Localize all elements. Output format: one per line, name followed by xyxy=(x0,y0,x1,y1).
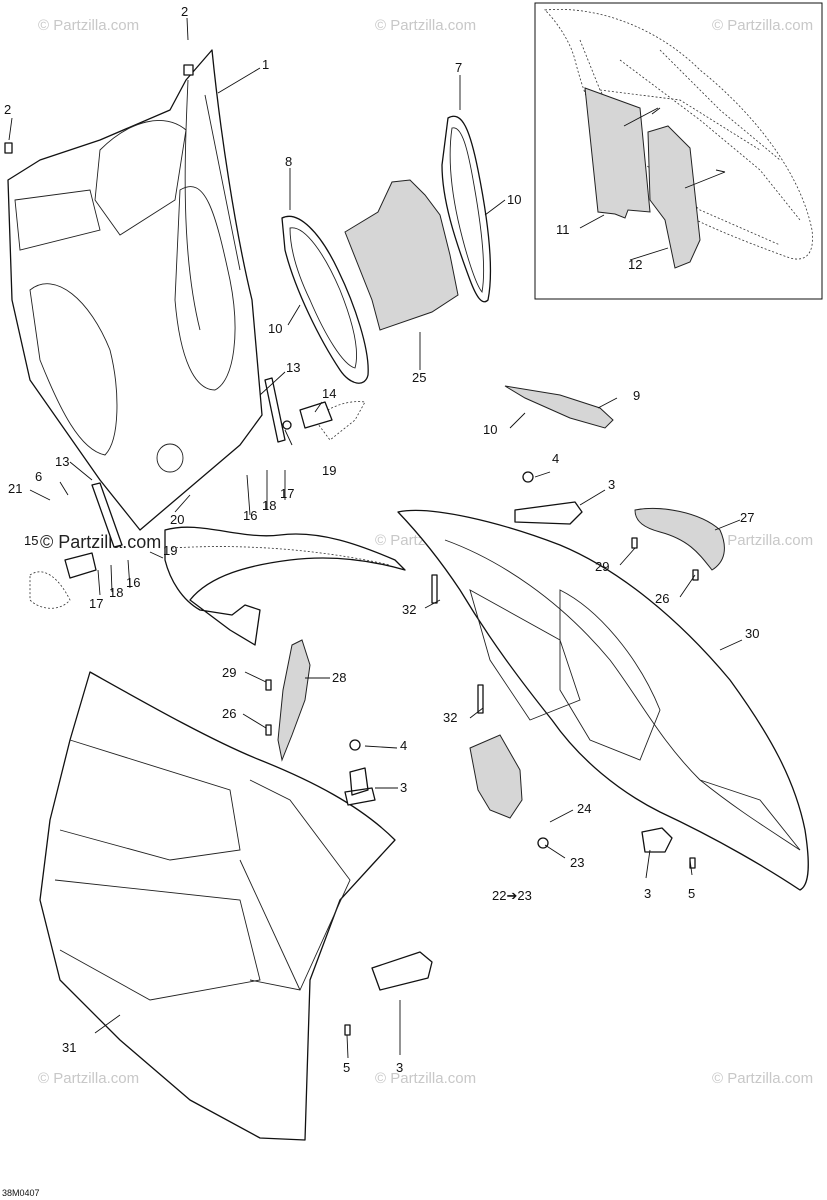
watermark: © Partzilla.com xyxy=(712,17,813,34)
callout-22-23: 22➔23 xyxy=(492,888,532,903)
part-27-cover xyxy=(634,507,725,571)
callout-labels: 2 1 2 7 8 10 10 11 12 25 13 14 9 10 19 6… xyxy=(4,4,759,1075)
part-7-window-trim xyxy=(441,115,492,303)
callout-6: 6 xyxy=(35,469,42,484)
callout-23: 23 xyxy=(570,855,584,870)
part-9-strip xyxy=(504,385,614,429)
callout-3: 3 xyxy=(396,1060,403,1075)
part-12-panel xyxy=(647,125,701,269)
callout-13: 13 xyxy=(55,454,69,469)
part-1-hood xyxy=(7,49,263,531)
part-3-knob-d xyxy=(371,951,433,991)
callout-7: 7 xyxy=(455,60,462,75)
callout-14: 14 xyxy=(322,386,336,401)
leader-lines xyxy=(8,17,743,1059)
callout-30: 30 xyxy=(745,626,759,641)
callout-32: 32 xyxy=(443,710,457,725)
callout-16: 16 xyxy=(243,508,257,523)
callout-32: 32 xyxy=(402,602,416,617)
inset-frame xyxy=(534,2,823,300)
callout-5: 5 xyxy=(343,1060,350,1075)
watermark: © Partzilla.com xyxy=(38,1070,139,1087)
callout-24: 24 xyxy=(577,801,591,816)
callout-20: 20 xyxy=(170,512,184,527)
part-30-side-panel xyxy=(397,509,809,891)
part-14-bracket xyxy=(299,401,333,429)
part-31-side-panel xyxy=(39,671,396,1141)
callout-4: 4 xyxy=(552,451,559,466)
callout-27: 27 xyxy=(740,510,754,525)
part-11-panel xyxy=(584,87,651,219)
watermark: © Partzilla.com xyxy=(40,532,161,552)
callout-29: 29 xyxy=(595,559,609,574)
watermark: © Partzilla.com xyxy=(712,1070,813,1087)
callout-9: 9 xyxy=(633,388,640,403)
part-13-bracket-a xyxy=(264,377,286,443)
callout-29: 29 xyxy=(222,665,236,680)
part-3-knob-b xyxy=(344,767,376,806)
callout-10: 10 xyxy=(507,192,521,207)
part-15-context xyxy=(29,571,71,609)
callout-28: 28 xyxy=(332,670,346,685)
part-8-window-trim xyxy=(281,215,369,384)
watermark: © Partzilla.com xyxy=(375,1070,476,1087)
diagram-code: 38M0407 xyxy=(2,1188,40,1198)
callout-3: 3 xyxy=(608,477,615,492)
callout-10: 10 xyxy=(483,422,497,437)
part-25-foam xyxy=(344,179,459,331)
watermark: © Partzilla.com xyxy=(712,532,813,549)
watermark: © Partzilla.com xyxy=(38,17,139,34)
callout-4: 4 xyxy=(400,738,407,753)
callout-12: 12 xyxy=(628,257,642,272)
part-15-bracket xyxy=(64,552,97,579)
callout-11: 11 xyxy=(556,222,570,237)
watermark: © Partzilla.com xyxy=(375,17,476,34)
hardware xyxy=(4,64,699,1036)
part-28-cover xyxy=(277,639,311,762)
callout-15: 15 xyxy=(24,533,38,548)
callout-13: 13 xyxy=(286,360,300,375)
callout-19: 19 xyxy=(322,463,336,478)
callout-16: 16 xyxy=(126,575,140,590)
callout-2: 2 xyxy=(4,102,11,117)
callout-17: 17 xyxy=(280,486,294,501)
part-3-knob-c xyxy=(641,827,673,853)
callout-26: 26 xyxy=(655,591,669,606)
callout-18: 18 xyxy=(109,585,123,600)
callout-21: 21 xyxy=(8,481,22,496)
callout-31: 31 xyxy=(62,1040,76,1055)
callout-5: 5 xyxy=(688,886,695,901)
callout-17: 17 xyxy=(89,596,103,611)
callout-8: 8 xyxy=(285,154,292,169)
part-3-knob-a xyxy=(514,501,583,525)
callout-3: 3 xyxy=(400,780,407,795)
callout-19: 19 xyxy=(163,543,177,558)
part-22-bracket xyxy=(469,734,523,819)
callout-1: 1 xyxy=(262,57,269,72)
callout-25: 25 xyxy=(412,370,426,385)
part-20-frame xyxy=(164,526,406,646)
inset-hood-outline xyxy=(544,8,813,260)
callout-26: 26 xyxy=(222,706,236,721)
part-13-bracket-b xyxy=(91,482,123,548)
callout-2: 2 xyxy=(181,4,188,19)
callout-10: 10 xyxy=(268,321,282,336)
callout-3: 3 xyxy=(644,886,651,901)
callout-18: 18 xyxy=(262,498,276,513)
